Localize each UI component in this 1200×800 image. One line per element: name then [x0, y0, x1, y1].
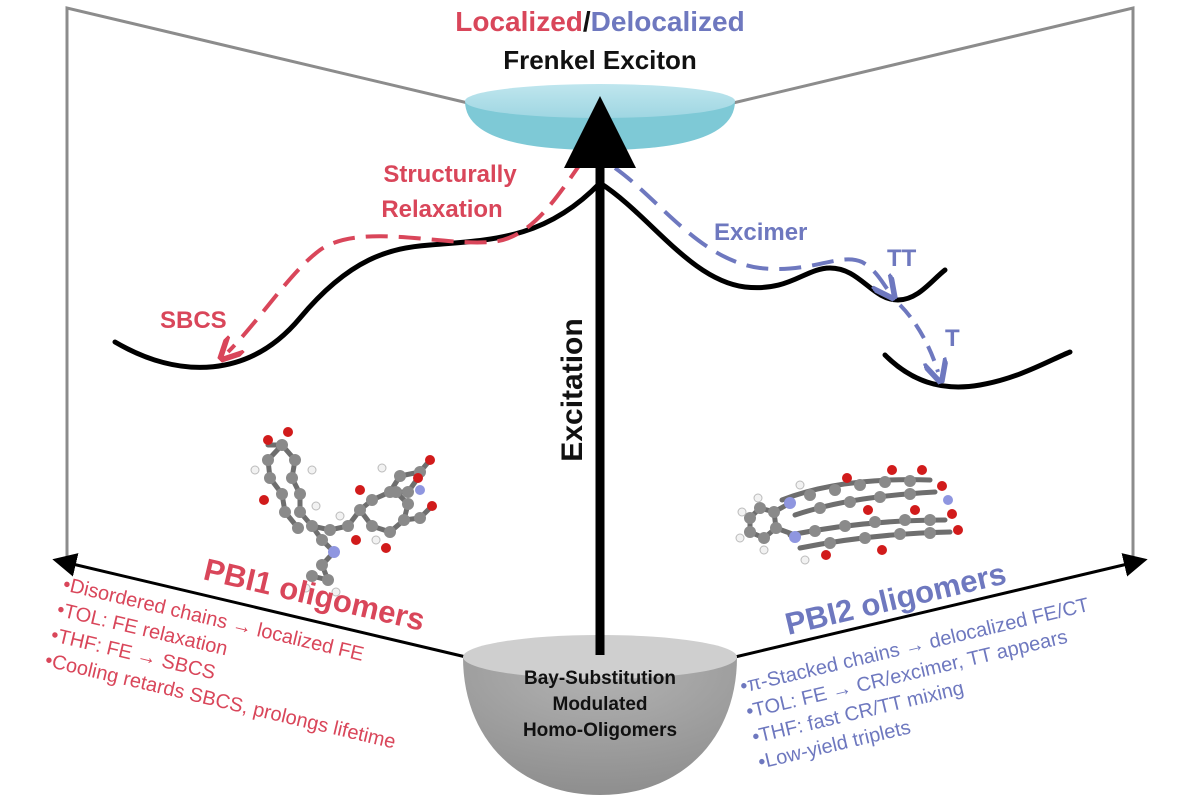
- tt-label: TT: [887, 245, 917, 272]
- excitation-label: Excitation: [556, 318, 589, 461]
- energy-curve-left: [112, 180, 603, 370]
- title-slash: /: [583, 6, 591, 37]
- bowl-line-3: Homo-Oligomers: [523, 720, 677, 741]
- t-label: T: [945, 325, 960, 352]
- frame-left: [65, 6, 469, 560]
- relaxation-path-left: [228, 158, 585, 352]
- relaxation-path-triplet: [898, 303, 938, 372]
- bowl-line-2: Modulated: [553, 694, 648, 715]
- energy-curve-right: [597, 180, 948, 303]
- base-line-right: [734, 553, 1148, 659]
- title-localized: Localized: [455, 6, 583, 37]
- excimer-label: Excimer: [714, 219, 807, 246]
- bowl-line-1: Bay-Substitution: [524, 668, 676, 689]
- oligomer-bowl: [463, 635, 737, 795]
- frame: [65, 6, 1135, 560]
- title-delocalized: Delocalized: [591, 6, 745, 37]
- relaxation-label-line2: Relaxation: [381, 196, 502, 223]
- frame-right: [732, 6, 1135, 560]
- pbi1-note-4: •Cooling retards SBCS, prolongs lifetime: [43, 649, 398, 753]
- base-line-left: [52, 553, 467, 659]
- exciton-subtitle: Frenkel Exciton: [503, 45, 697, 75]
- relaxation-label-line1: Structurally: [383, 161, 517, 188]
- top-title: Localized/Delocalized: [455, 6, 744, 37]
- relaxation-path-right: [613, 166, 888, 290]
- molecule-pbi1-icon: [250, 427, 437, 597]
- energy-curve-triplet: [882, 349, 1073, 390]
- sbcs-label: SBCS: [160, 307, 227, 334]
- molecule-pbi2-icon: [735, 465, 963, 565]
